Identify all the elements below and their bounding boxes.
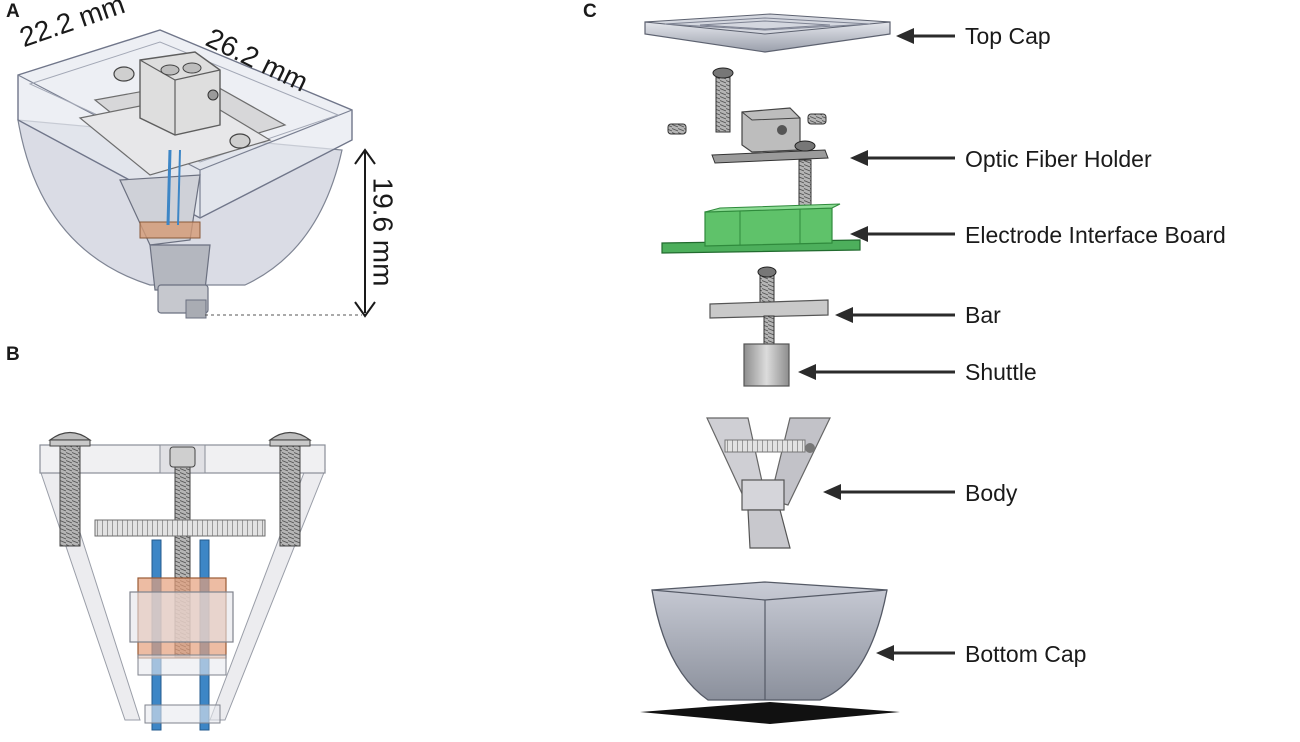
part-label-optic-fiber-holder: Optic Fiber Holder bbox=[965, 146, 1152, 172]
panel-b-letter: B bbox=[6, 344, 20, 365]
panel-a-letter: A bbox=[6, 1, 20, 22]
part-label-shuttle: Shuttle bbox=[965, 359, 1037, 385]
panel-a bbox=[17, 29, 376, 319]
bar-part bbox=[709, 266, 829, 347]
part-label-electrode-interface-board: Electrode Interface Board bbox=[965, 222, 1226, 248]
optic-fiber-holder-part bbox=[667, 67, 829, 211]
top-cap-part bbox=[644, 13, 891, 53]
part-label-bottom-cap: Bottom Cap bbox=[965, 641, 1087, 667]
panel-c bbox=[640, 13, 955, 724]
part-label-top-cap: Top Cap bbox=[965, 23, 1051, 49]
electrode-interface-board-part bbox=[661, 203, 861, 254]
shuttle-part bbox=[743, 343, 790, 387]
bottom-cap-part bbox=[640, 581, 900, 724]
body-part bbox=[706, 417, 831, 549]
panel-c-letter: C bbox=[583, 1, 597, 22]
panel-b bbox=[39, 431, 326, 731]
part-label-bar: Bar bbox=[965, 302, 1001, 328]
height-dimension-label: 19.6 mm bbox=[367, 177, 399, 287]
part-label-body: Body bbox=[965, 480, 1018, 506]
label-arrows bbox=[798, 28, 955, 661]
